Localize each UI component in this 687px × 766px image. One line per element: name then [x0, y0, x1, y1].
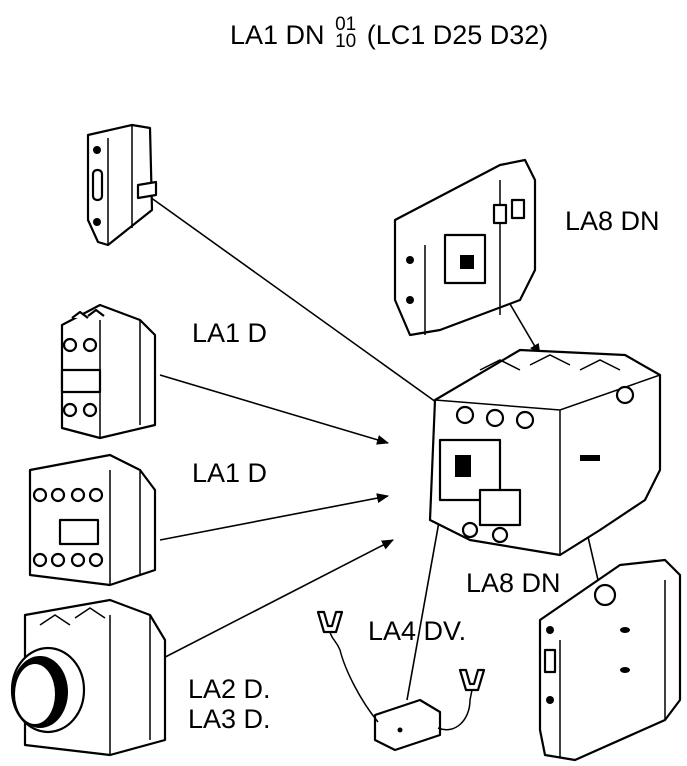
label-la2d: LA2 D.	[188, 674, 271, 704]
label-la8dn-bottom: LA8 DN	[466, 568, 561, 598]
label-la8dn-top: LA8 DN	[565, 206, 660, 236]
title-fraction-top: 01	[335, 14, 357, 35]
title-fraction: 01 10	[335, 14, 357, 52]
la4dv-suppressor	[316, 610, 486, 752]
la8dn-bottom-block	[538, 558, 682, 762]
label-la1d-first: LA1 D	[192, 318, 268, 348]
title-suffix: (LC1 D25 D32)	[366, 20, 549, 51]
arrow-la2d-to-contactor	[139, 539, 394, 671]
title-fraction-bottom: 10	[335, 31, 357, 52]
main-contactor	[428, 348, 662, 557]
side-contact-block	[86, 123, 158, 247]
label-la4dv: LA4 DV.	[368, 616, 467, 646]
arrow-top-block-to-contactor	[149, 196, 476, 431]
label-la1d-second: LA1 D	[192, 458, 268, 488]
la8dn-top-block	[393, 158, 537, 337]
arrow-la1d-1-to-contactor	[159, 374, 389, 445]
arrow-la1d-2-to-contactor	[159, 493, 389, 541]
arrow-la4-to-contactor	[406, 504, 445, 701]
label-la3d: LA3 D.	[188, 704, 271, 734]
la2d-timer-block	[10, 598, 167, 757]
title-prefix: LA1 DN	[230, 20, 325, 51]
la1d-4pole-block	[28, 453, 157, 587]
la1d-2pole-block	[60, 303, 157, 440]
diagram-title: LA1 DN 01 10 (LC1 D25 D32)	[230, 15, 549, 54]
